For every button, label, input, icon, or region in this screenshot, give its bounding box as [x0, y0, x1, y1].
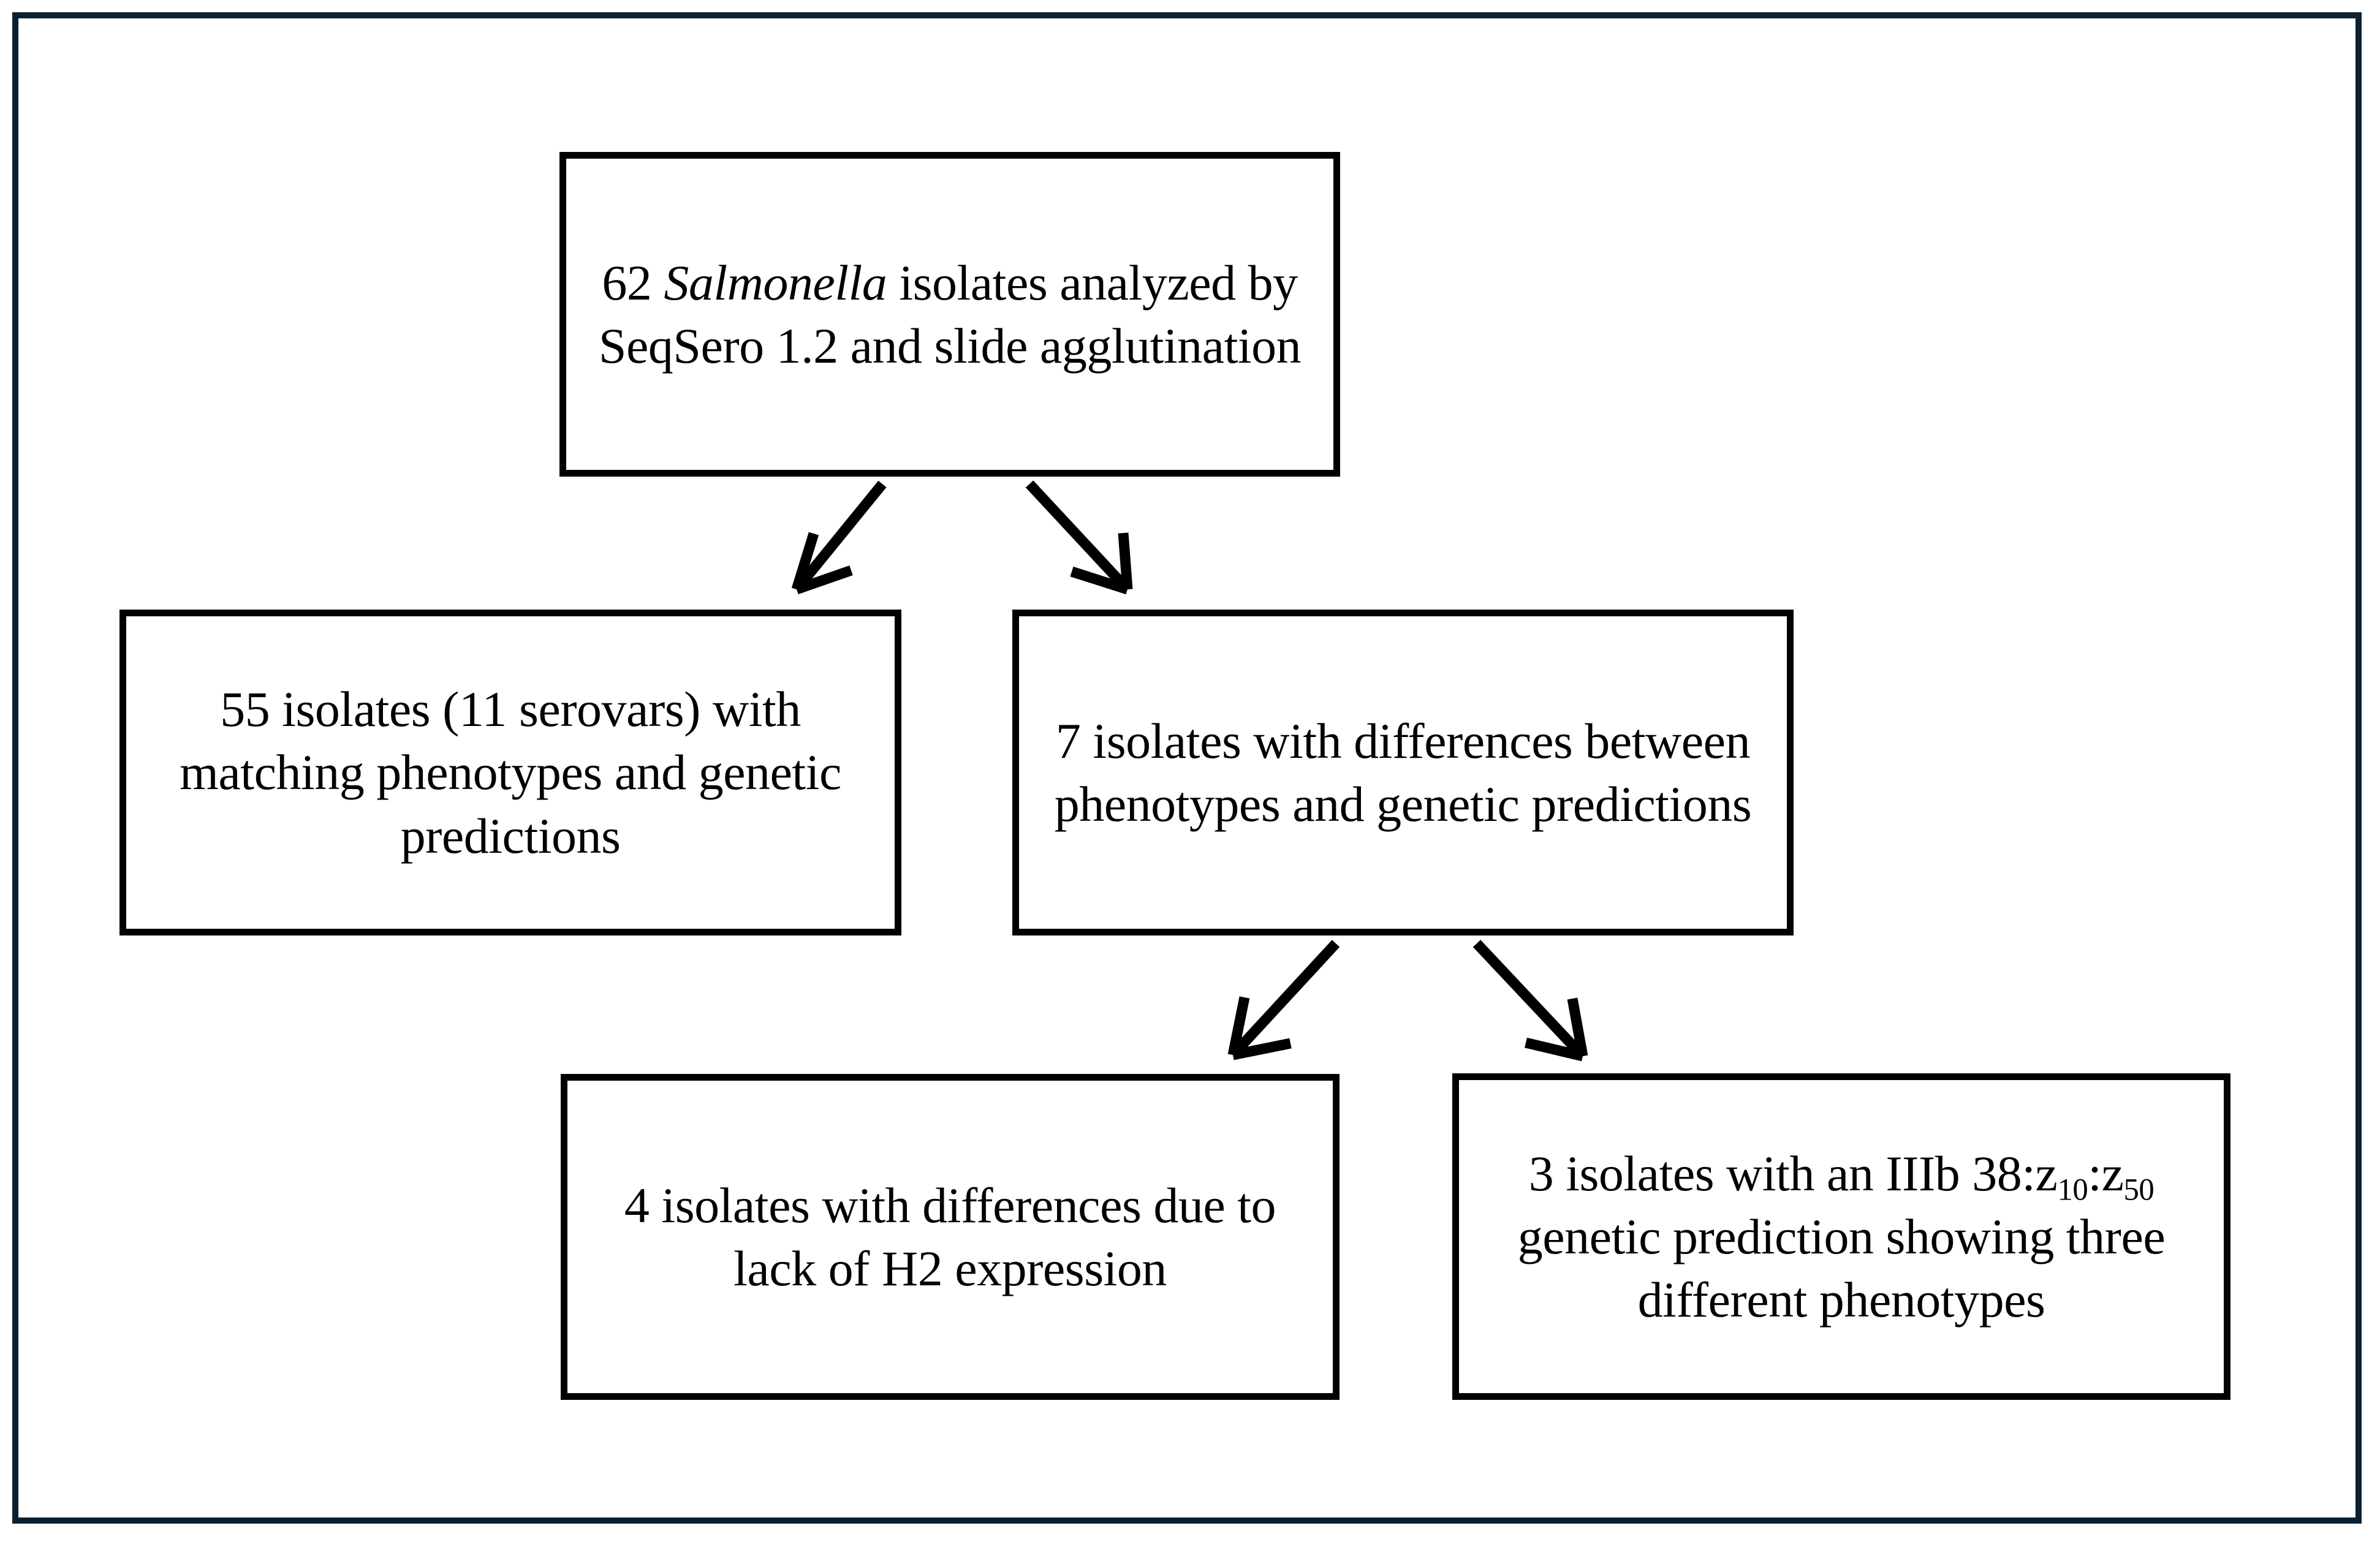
node-iiib-serotype-prefix: IIIb 38:z	[1885, 1145, 2058, 1201]
figure-outer-frame	[12, 12, 2362, 1524]
flowchart-node-root: 62 Salmonella isolates analyzed by SeqSe…	[559, 152, 1340, 477]
flowchart-node-matching: 55 isolates (11 serovars) with matching …	[119, 610, 901, 935]
node-root-organism-name: Salmonella	[664, 254, 887, 311]
node-root-text-after: isolates analyzed by SeqSero 1.2 and sli…	[598, 254, 1302, 374]
flowchart-node-iiib: 3 isolates with an IIIb 38:z10:z50 genet…	[1452, 1073, 2230, 1400]
node-iiib-line1: 3 isolates with an	[1528, 1145, 1874, 1201]
node-matching-text: 55 isolates (11 serovars) with matching …	[180, 681, 841, 864]
flowchart-node-h2-lack: 4 isolates with differences due to lack …	[561, 1074, 1340, 1400]
node-iiib-line3: prediction showing three	[1673, 1208, 2166, 1264]
node-iiib-line4: different phenotypes	[1637, 1272, 2045, 1328]
node-root-text: 62 Salmonella isolates analyzed by SeqSe…	[566, 251, 1333, 378]
node-root-text-before: 62	[602, 254, 664, 311]
flowchart-node-differences: 7 isolates with differences between phen…	[1012, 610, 1794, 935]
node-iiib-subscript-50: 50	[2123, 1171, 2155, 1206]
node-iiib-subscript-10: 10	[2057, 1171, 2088, 1206]
node-iiib-serotype-suffix: genetic	[1517, 1208, 1661, 1264]
node-iiib-text: 3 isolates with an IIIb 38:z10:z50 genet…	[1459, 1142, 2224, 1332]
node-iiib-serotype-mid: :z	[2088, 1145, 2124, 1201]
node-differences-text: 7 isolates with differences between phen…	[1054, 712, 1752, 832]
node-h2-lack-text: 4 isolates with differences due to lack …	[624, 1177, 1276, 1296]
